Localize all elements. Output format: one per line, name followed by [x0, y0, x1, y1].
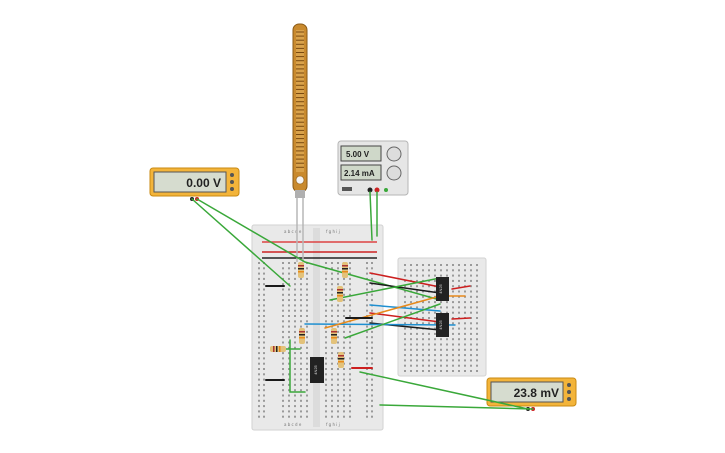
voltage-readout: 5.00 V	[346, 150, 370, 159]
dial-icon	[230, 173, 234, 177]
resistor[interactable]	[270, 346, 286, 352]
wire-red[interactable]	[369, 312, 441, 323]
ic-label: 4N25	[438, 283, 443, 293]
multimeter-left[interactable]: 0.00 V	[149, 167, 240, 201]
flex-sensor-logo-icon	[295, 175, 305, 185]
resistor[interactable]	[337, 286, 343, 302]
multimeter-right[interactable]: 23.8 mV	[486, 377, 577, 411]
ps-terminal-negative[interactable]	[367, 187, 373, 193]
dial-icon	[230, 187, 234, 191]
resistor[interactable]	[298, 262, 304, 278]
wire-green[interactable]	[289, 339, 306, 393]
bb-column-labels-bottom-right: f g h i j	[326, 422, 340, 427]
current-readout: 2.14 mA	[344, 169, 375, 178]
wire-green[interactable]	[344, 303, 441, 339]
power-supply[interactable]: 5.00 V 2.14 mA	[337, 140, 409, 196]
dial-icon	[567, 390, 571, 394]
wire-green[interactable]	[379, 404, 534, 410]
wire-blue[interactable]	[369, 304, 441, 312]
current-knob[interactable]	[386, 165, 402, 181]
resistor[interactable]	[331, 328, 337, 344]
bb-column-labels-top: a b c d e	[284, 229, 302, 234]
wire-green[interactable]	[191, 198, 291, 287]
wire-blue[interactable]	[304, 323, 456, 326]
bb-column-labels-bottom: a b c d e	[284, 422, 302, 427]
wire-red[interactable]	[451, 317, 471, 320]
wire-black[interactable]	[369, 282, 441, 294]
dial-icon	[567, 383, 571, 387]
wire-red[interactable]	[451, 285, 471, 290]
resistor[interactable]	[338, 352, 344, 368]
wire-green[interactable]	[329, 277, 441, 301]
dial-icon	[567, 397, 571, 401]
ps-terminal-positive[interactable]	[374, 187, 380, 193]
resistor[interactable]	[299, 328, 305, 344]
resistor[interactable]	[342, 262, 348, 278]
breadboard-main[interactable]: a b c d e f g h i j a b c d e f g h i j	[251, 224, 384, 431]
flex-sensor[interactable]	[292, 23, 308, 262]
bb-column-labels-top-right: f g h i j	[326, 229, 340, 234]
ic-chips[interactable]: 4N25 4N25 4N25	[310, 277, 449, 383]
ps-terminal-ground[interactable]	[384, 188, 388, 192]
wire-green[interactable]	[359, 371, 529, 410]
dial-icon	[230, 180, 234, 184]
multimeter-left-reading: 0.00 V	[186, 176, 221, 190]
voltage-display	[340, 145, 382, 162]
power-switch[interactable]	[342, 187, 352, 191]
multimeter-right-reading: 23.8 mV	[514, 386, 559, 400]
resistors[interactable]	[270, 262, 348, 368]
wires[interactable]	[191, 191, 534, 410]
ic-label: 4N25	[438, 319, 443, 329]
wire-red[interactable]	[369, 272, 441, 288]
ic-chip-main[interactable]: 4N25	[310, 357, 324, 383]
ic-chip-small-bottom[interactable]: 4N25	[436, 313, 449, 337]
voltage-knob[interactable]	[386, 146, 402, 162]
ic-label: 4N25	[313, 364, 318, 374]
ic-chip-small-top[interactable]: 4N25	[436, 277, 449, 301]
current-display	[340, 164, 382, 181]
wire-green[interactable]	[369, 191, 373, 241]
